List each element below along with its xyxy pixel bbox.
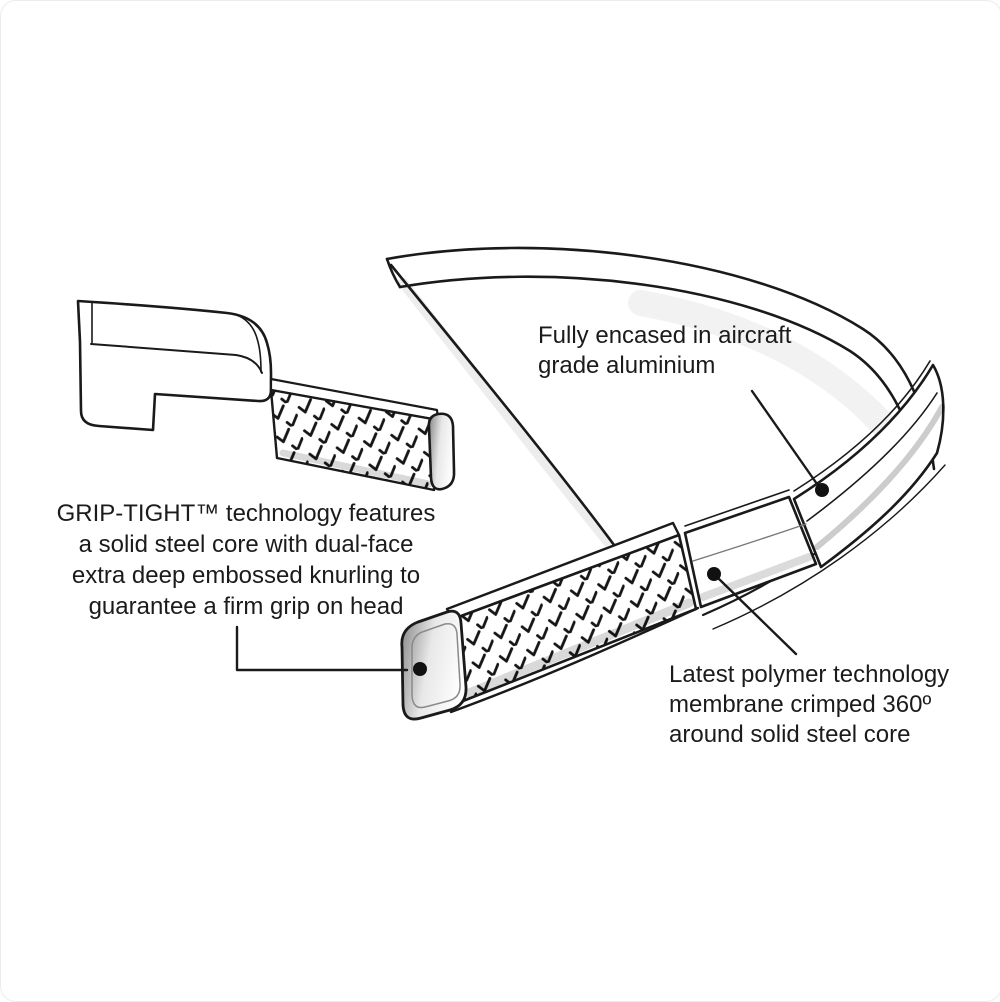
shell-surface-divide bbox=[90, 343, 263, 374]
cutaway-shell bbox=[76, 299, 273, 432]
callout-dot-aluminium bbox=[815, 483, 829, 497]
end-face-body bbox=[400, 609, 468, 721]
hood-soft-shading bbox=[628, 290, 919, 466]
annotation-grip-line-3: extra deep embossed knurling to bbox=[71, 562, 421, 589]
knurl-texture bbox=[453, 535, 696, 701]
leader-line-aluminium bbox=[750, 389, 819, 486]
annotation-grip-line-1: GRIP-TIGHT™ technology features bbox=[56, 500, 436, 527]
drum-head-outline bbox=[385, 246, 936, 551]
shell-nose-inner-curve bbox=[233, 313, 262, 373]
annotation-polymer: Latest polymer technology membrane crimp… bbox=[669, 660, 969, 750]
core-end-face bbox=[427, 412, 456, 491]
annotation-grip-line-2: a solid steel core with dual-face bbox=[78, 531, 414, 558]
end-face-inner-contour bbox=[411, 622, 461, 709]
bar-bottom-edge bbox=[449, 606, 700, 714]
leader-line-grip bbox=[235, 625, 409, 672]
knurl-bottom-shading bbox=[464, 598, 694, 698]
annotation-polymer-line-3: around solid steel core bbox=[669, 721, 911, 748]
shell-outline bbox=[76, 299, 273, 432]
annotation-grip-line-4: guarantee a firm grip on head bbox=[88, 593, 404, 620]
hood-left-edge bbox=[389, 263, 619, 551]
polymer-section-highlight bbox=[692, 523, 807, 562]
hood-corner-join bbox=[385, 257, 402, 289]
callout-dot-grip bbox=[413, 662, 427, 676]
annotation-aluminium-line-2: grade aluminium bbox=[538, 352, 716, 379]
aluminium-band-highlight bbox=[806, 392, 938, 522]
steel-core-end-face bbox=[400, 609, 468, 721]
aluminium-band bbox=[792, 360, 945, 569]
lower-sweep-line-thin bbox=[712, 464, 946, 630]
hood-diagonal-shading bbox=[398, 278, 612, 546]
aluminium-band-body bbox=[792, 363, 945, 569]
annotation-aluminium-line-1: Fully encased in aircraft bbox=[538, 322, 792, 349]
annotation-polymer-line-2: membrane crimped 360º bbox=[669, 691, 932, 718]
polymer-chamfer-line bbox=[684, 489, 790, 527]
callouts bbox=[235, 389, 829, 676]
aluminium-band-shading bbox=[814, 404, 945, 550]
knurled-steel-core bbox=[445, 521, 700, 714]
callout-dot-polymer bbox=[707, 567, 721, 581]
polymer-section-body bbox=[683, 495, 818, 609]
leader-line-polymer bbox=[717, 577, 798, 656]
cutaway-knurled-core bbox=[269, 377, 456, 492]
annotation-polymer-line-1: Latest polymer technology bbox=[669, 661, 950, 688]
core-texture bbox=[271, 390, 438, 490]
polymer-section-shading bbox=[699, 553, 813, 601]
core-bottom-shading bbox=[279, 449, 433, 488]
annotation-grip-tight: GRIP-TIGHT™ technology features a solid … bbox=[56, 498, 436, 622]
annotation-aluminium: Fully encased in aircraft grade aluminiu… bbox=[538, 321, 858, 381]
